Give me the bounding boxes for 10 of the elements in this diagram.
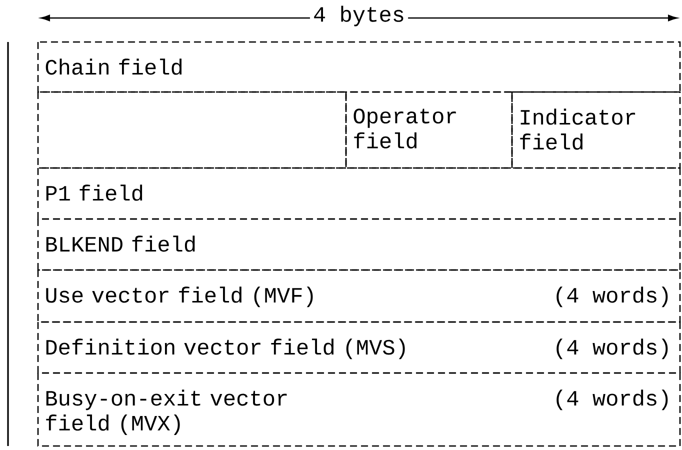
table-cell: Definition vector field (MVS) (4 words)	[37, 321, 681, 374]
table-cell: Operator field	[345, 91, 513, 169]
table-cell: Chain field	[37, 41, 681, 93]
table-cell	[37, 91, 347, 169]
dimension-label: 4 bytes	[310, 2, 408, 30]
table-cell: Use vector field (MVF) (4 words)	[37, 269, 681, 323]
table-cell: Busy-on-exit vector field (MVX) (4 words)	[37, 372, 681, 447]
table-cell: BLKEND field	[37, 218, 681, 271]
table-cell: Indicator field	[511, 91, 681, 169]
table-cell: P1 field	[37, 167, 681, 220]
